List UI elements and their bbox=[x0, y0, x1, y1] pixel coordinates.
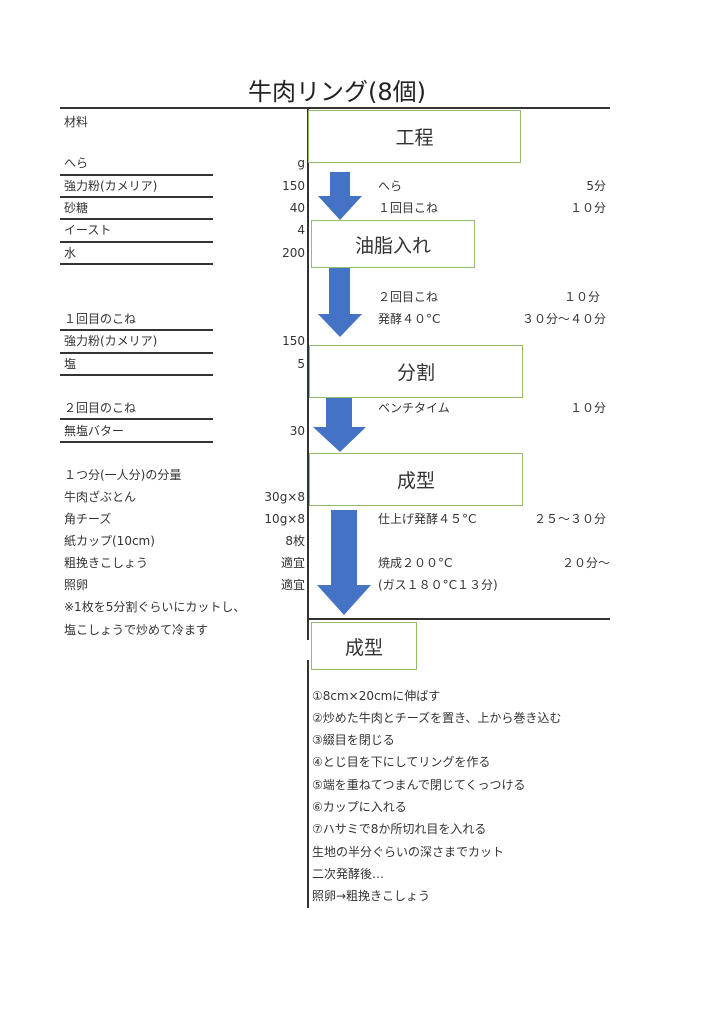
ingredient-qty: 4 bbox=[297, 223, 305, 237]
ingredient-qty: 適宜 bbox=[280, 556, 305, 570]
arrow-down-icon bbox=[318, 268, 362, 337]
shaping-step: ③綴目を閉じる bbox=[312, 733, 395, 747]
step-label: １回目こね bbox=[378, 201, 439, 215]
ingredient-name: イースト bbox=[64, 223, 112, 237]
divider bbox=[60, 107, 610, 109]
process-box-header: 工程 bbox=[308, 110, 521, 163]
step-time: 5分 bbox=[586, 179, 606, 193]
step-label: ベンチタイム bbox=[378, 401, 450, 415]
step-label: 焼成２００°C bbox=[378, 556, 453, 570]
row-line bbox=[60, 441, 213, 443]
ingredient-qty: 30g×8 bbox=[264, 490, 305, 504]
ingredient-name: 強力粉(カメリア) bbox=[64, 334, 158, 348]
step-label: (ガス１８０°C１３分) bbox=[378, 578, 498, 592]
arrow-down-icon bbox=[318, 172, 362, 220]
ingredient-name: 角チーズ bbox=[64, 512, 112, 526]
shaping-step: ⑥カップに入れる bbox=[312, 800, 407, 814]
ingredient-qty: 150 bbox=[282, 179, 305, 193]
ingredient-name: 牛肉ざぶとん bbox=[64, 490, 137, 504]
row-line bbox=[60, 263, 213, 265]
step-label: 仕上げ発酵４５°C bbox=[378, 512, 477, 526]
shaping-step: ②炒めた牛肉とチーズを置き、上から巻き込む bbox=[312, 711, 562, 725]
divider bbox=[307, 108, 309, 640]
ingredient-qty: 40 bbox=[289, 201, 305, 215]
ingredient-name: 強力粉(カメリア) bbox=[64, 179, 158, 193]
ingredient-qty: 8枚 bbox=[285, 534, 305, 548]
row-line bbox=[60, 374, 213, 376]
ingredient-name: 粗挽きこしょう bbox=[64, 556, 149, 570]
ingredient-qty: 適宜 bbox=[280, 578, 305, 592]
row-line bbox=[60, 329, 213, 331]
step-time: １０分 bbox=[569, 401, 606, 415]
ingredient-qty: 150 bbox=[282, 334, 305, 348]
step-label: ２回目こね bbox=[378, 290, 439, 304]
divider bbox=[307, 660, 309, 908]
shaping-box: 成型 bbox=[311, 622, 417, 670]
ingredient-qty: 30 bbox=[289, 424, 305, 438]
section-title: １つ分(一人分)の分量 bbox=[64, 468, 182, 482]
divider bbox=[308, 618, 610, 620]
shaping-step: 二次発酵後… bbox=[312, 867, 385, 881]
ingredient-name: 無塩バター bbox=[64, 424, 125, 438]
shaping-step: ⑤端を重ねてつまんで閉じてくっつける bbox=[312, 778, 526, 792]
row-line bbox=[60, 352, 213, 354]
row-line bbox=[60, 241, 213, 243]
step-label: 発酵４０°C bbox=[378, 312, 441, 326]
process-box-divide: 分割 bbox=[309, 345, 523, 398]
unit: g bbox=[297, 156, 305, 170]
page-title: 牛肉リング(8個) bbox=[248, 78, 426, 106]
shaping-step: 照卵→粗挽きこしょう bbox=[312, 889, 431, 903]
shaping-step: ④とじ目を下にしてリングを作る bbox=[312, 755, 491, 769]
section-title: ２回目のこね bbox=[64, 401, 137, 415]
shaping-step: ①8cm×20cmに伸ばす bbox=[312, 689, 441, 703]
row-line bbox=[60, 174, 213, 176]
ingredient-name: 砂糖 bbox=[64, 201, 89, 215]
arrow-down-icon bbox=[313, 398, 366, 452]
note-line: 塩こしょうで炒めて冷ます bbox=[64, 623, 209, 637]
row-line bbox=[60, 218, 213, 220]
shaping-step: 生地の半分ぐらいの深さまでカット bbox=[312, 845, 505, 859]
process-box-shape: 成型 bbox=[309, 453, 523, 506]
step-time: ３０分～４０分 bbox=[521, 312, 606, 326]
step-time: １０分 bbox=[563, 290, 600, 304]
step-time: ２５～３０分 bbox=[533, 512, 606, 526]
note-line: ※1枚を5分割ぐらいにカットし、 bbox=[64, 600, 246, 614]
row-line bbox=[60, 196, 213, 198]
step-time: １０分 bbox=[569, 201, 606, 215]
row-line bbox=[60, 418, 213, 420]
section-title: へら bbox=[64, 156, 89, 170]
ingredient-qty: 10g×8 bbox=[264, 512, 305, 526]
ingredient-qty: 200 bbox=[282, 246, 305, 260]
ingredient-name: 照卵 bbox=[64, 578, 89, 592]
shaping-step: ⑦ハサミで8か所切れ目を入れる bbox=[312, 822, 487, 836]
step-time: ２０分～ bbox=[561, 556, 610, 570]
ingredient-qty: 5 bbox=[297, 357, 305, 371]
process-box-oil: 油脂入れ bbox=[311, 220, 475, 268]
ingredient-name: 水 bbox=[64, 246, 77, 260]
ingredients-header: 材料 bbox=[64, 115, 89, 129]
ingredient-name: 紙カップ(10cm) bbox=[64, 534, 155, 548]
section-title: １回目のこね bbox=[64, 312, 137, 326]
ingredient-name: 塩 bbox=[64, 357, 77, 371]
arrow-down-icon bbox=[317, 510, 371, 615]
step-label: へら bbox=[378, 179, 403, 193]
